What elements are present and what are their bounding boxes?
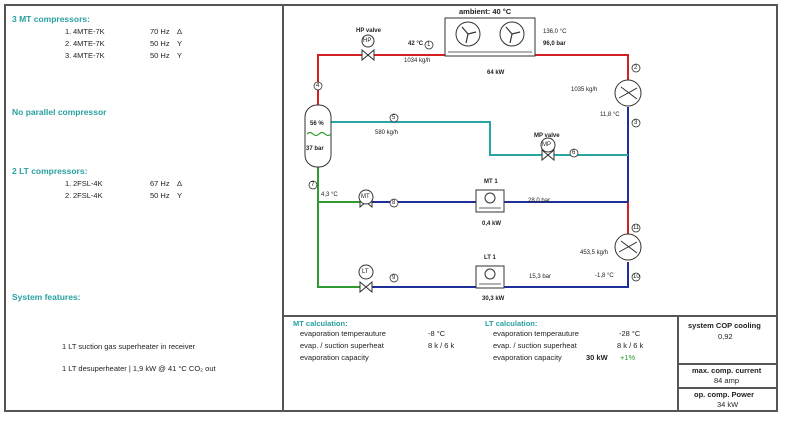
mt-superheat-label: evap. / suction superheat	[300, 341, 384, 350]
mt-valve-tag: MT	[361, 194, 370, 200]
node-5-label: 5	[392, 115, 396, 121]
mt-evap-power: 0,4 kW	[482, 221, 502, 227]
lt-evap-temp-value: -28 °C	[619, 329, 641, 338]
mt-pressure: 28,0 bar	[528, 198, 551, 204]
mt-comp-3-num: 3.	[65, 51, 72, 60]
mt-capacity-label: evaporation capacity	[300, 353, 369, 362]
lt-compressors-title: 2 LT compressors:	[12, 166, 88, 176]
mt-comp-2-conn: Y	[177, 39, 183, 48]
mt-comp-2-freq: 50 Hz	[150, 39, 170, 48]
lt-valve-tag: LT	[362, 269, 369, 275]
lt-comp-1-model: 2FSL-4K	[73, 179, 103, 188]
mt-evap-temp-value: -8 °C	[428, 329, 446, 338]
mp-valve-tag: MP	[542, 142, 551, 148]
node-6-label: 6	[572, 150, 576, 156]
lt-superheat-label: evap. / suction superheat	[493, 341, 577, 350]
diagram-panel	[282, 4, 778, 317]
lt-evaporator-label: LT 1	[484, 255, 496, 261]
max-current-value: 84 amp	[714, 376, 740, 385]
lt-flow: 453,5 kg/h	[580, 250, 609, 256]
gc-power: 64 kW	[487, 70, 505, 76]
max-current-label: max. comp. current	[692, 366, 762, 375]
lt-comp-2-conn: Y	[177, 191, 183, 200]
mt-calc-title: MT calculation:	[293, 319, 348, 328]
mt-comp-1-model: 4MTE-7K	[73, 27, 105, 36]
cop-label: system COP cooling	[688, 321, 761, 330]
op-power-value: 34 kW	[717, 400, 739, 409]
cop-value: 0,92	[718, 332, 733, 341]
parallel-compressor-note: No parallel compressor	[12, 107, 107, 117]
lt-comp-1-num: 1.	[65, 179, 72, 188]
lt-comp-2-num: 2.	[65, 191, 72, 200]
gc-temp: 136,0 °C	[543, 29, 567, 35]
node-4-label: 4	[316, 83, 320, 89]
mt-comp-2-num: 2.	[65, 39, 72, 48]
lt-suction-temp: -1,8 °C	[595, 273, 614, 279]
lt-evap-temp-label: evaporation temperauture	[493, 329, 579, 338]
summary-power-box	[677, 387, 778, 412]
lt-comp-2-freq: 50 Hz	[150, 191, 170, 200]
receiver-pressure: 37 bar	[306, 146, 324, 152]
flash-flow: 580 kg/h	[375, 130, 399, 136]
lt-calc-title: LT calculation:	[485, 319, 538, 328]
lt-evap-power: 30,3 kW	[482, 296, 505, 302]
node-9-label: 9	[392, 275, 396, 281]
node-7-label: 7	[311, 182, 315, 188]
node-2-label: 2	[634, 65, 638, 71]
feature-desuperheater: 1 LT desuperheater | 1,9 kW @ 41 °C CO₂ …	[62, 364, 216, 373]
hp-valve-label: HP valve	[356, 28, 381, 34]
mt-suction-temp: 11,8 °C	[600, 112, 620, 118]
mt-comp-1-num: 1.	[65, 27, 72, 36]
mt-evap-temp-label: evaporation temperauture	[300, 329, 386, 338]
mt-comp-3-freq: 50 Hz	[150, 51, 170, 60]
lt-comp-2-model: 2FSL-4K	[73, 191, 103, 200]
liquid-temp: 4,3 °C	[321, 192, 338, 198]
mp-valve-label: MP valve	[534, 133, 560, 139]
mt-evaporator-label: MT 1	[484, 179, 498, 185]
disch-flow: 1035 kg/h	[571, 87, 598, 93]
node-1-label: 1	[427, 42, 431, 48]
feature-suction-superheater: 1 LT suction gas superheater in receiver	[62, 342, 196, 351]
hp-temp: 42 °C	[408, 41, 424, 47]
mt-comp-3-model: 4MTE-7K	[73, 51, 105, 60]
mt-comp-1-freq: 70 Hz	[150, 27, 170, 36]
mt-comp-2-model: 4MTE-7K	[73, 39, 105, 48]
node-3-label: 3	[634, 120, 638, 126]
mt-superheat-value: 8 k / 6 k	[428, 341, 455, 350]
lt-capacity-value: 30 kW	[586, 353, 608, 362]
hp-valve-tag: HP	[363, 38, 372, 44]
op-power-label: op. comp. Power	[694, 390, 755, 399]
receiver-level: 56 %	[310, 121, 324, 127]
lt-capacity-label: evaporation capacity	[493, 353, 562, 362]
lt-comp-1-conn: Δ	[177, 179, 183, 188]
ambient-label: ambient: 40 °C	[459, 7, 512, 16]
mt-comp-1-conn: Δ	[177, 27, 183, 36]
hp-flow: 1034 kg/h	[404, 58, 431, 64]
lt-comp-1-freq: 67 Hz	[150, 179, 170, 188]
node-11-label: 11	[633, 225, 640, 231]
node-8-label: 8	[392, 200, 396, 206]
lt-capacity-delta: +1%	[620, 353, 636, 362]
system-features-title: System features:	[12, 292, 81, 302]
lt-pressure: 15,3 bar	[529, 274, 552, 280]
mt-comp-3-conn: Y	[177, 51, 183, 60]
lt-superheat-value: 8 k / 6 k	[617, 341, 644, 350]
node-10-label: 10	[633, 274, 640, 280]
mt-compressors-title: 3 MT compressors:	[12, 14, 90, 24]
gc-pressure: 96,0 bar	[543, 41, 566, 47]
